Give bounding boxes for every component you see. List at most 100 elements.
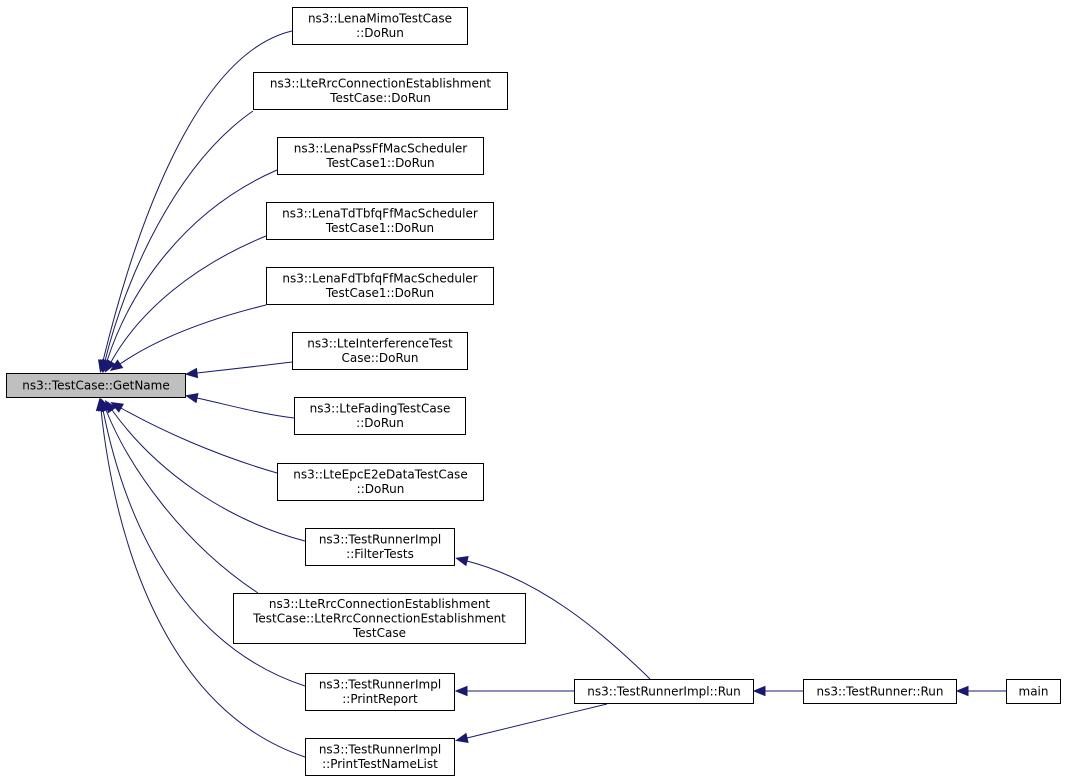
node-label-line: ns3::LenaMimoTestCase xyxy=(308,12,452,26)
node-fdtbfq[interactable]: ns3::LenaFdTbfqFfMacSchedulerTestCase1::… xyxy=(266,267,494,305)
edge-arrowhead xyxy=(455,556,469,567)
edge-line xyxy=(196,361,293,374)
node-label-line: ::PrintReport xyxy=(342,692,418,706)
node-rrc_dorun[interactable]: ns3::LteRrcConnectionEstablishmentTestCa… xyxy=(253,72,508,110)
node-box xyxy=(253,72,508,110)
node-box xyxy=(266,202,494,240)
node-label-line: TestCase1::DoRun xyxy=(325,156,434,170)
node-label-line: main xyxy=(1019,684,1049,698)
node-label-line: TestCase1::DoRun xyxy=(325,221,434,235)
edge-line xyxy=(119,304,267,365)
node-label-line: Case::DoRun xyxy=(341,351,418,365)
node-label-line: ns3::LteRrcConnectionEstablishment xyxy=(269,597,491,611)
edge-arrowhead xyxy=(184,367,199,379)
node-label-line: ns3::LenaTdTbfqFfMacScheduler xyxy=(282,207,478,221)
edge-tdtbfq-to-getname xyxy=(104,235,267,373)
node-label-line: TestCase::LteRrcConnectionEstablishment xyxy=(252,611,506,625)
node-box xyxy=(6,373,186,398)
node-report[interactable]: ns3::TestRunnerImpl::PrintReport xyxy=(305,673,455,711)
edge-line xyxy=(100,409,306,758)
node-box xyxy=(1006,679,1061,704)
edge-arrowhead xyxy=(454,685,468,697)
node-label-line: TestCase xyxy=(352,626,406,640)
node-box xyxy=(277,463,484,501)
node-label-line: ns3::TestRunnerImpl xyxy=(319,533,441,547)
edge-line xyxy=(196,397,295,419)
node-box xyxy=(305,673,455,711)
node-tdtbfq[interactable]: ns3::LenaTdTbfqFfMacSchedulerTestCase1::… xyxy=(266,202,494,240)
edge-arrowhead xyxy=(184,392,199,404)
node-box xyxy=(294,397,466,435)
node-box xyxy=(233,593,526,644)
edge-fading-to-getname xyxy=(184,392,295,419)
node-label-line: TestCase::DoRun xyxy=(329,91,431,105)
node-box xyxy=(277,137,484,175)
edge-line xyxy=(110,235,267,363)
edge-line xyxy=(466,560,651,680)
edge-epc-to-getname xyxy=(110,401,278,474)
edge-line xyxy=(105,409,259,594)
node-mimo[interactable]: ns3::LenaMimoTestCase::DoRun xyxy=(292,7,468,45)
edge-arrowhead xyxy=(109,359,124,371)
node-label-line: ::DoRun xyxy=(357,482,405,496)
nodes-layer: ns3::TestCase::GetName ns3::LenaMimoTestC… xyxy=(6,7,1061,776)
edge-line xyxy=(106,169,278,362)
node-box xyxy=(305,738,455,776)
edge-implrun-to-namelist xyxy=(455,703,608,744)
node-label-line: ns3::TestCase::GetName xyxy=(22,378,169,392)
node-implrun[interactable]: ns3::TestRunnerImpl::Run xyxy=(574,679,754,704)
node-fading[interactable]: ns3::LteFadingTestCase::DoRun xyxy=(294,397,466,435)
edge-line xyxy=(102,30,293,362)
edge-runnerrun-to-implrun xyxy=(752,685,803,697)
node-label-line: TestCase1::DoRun xyxy=(325,286,434,300)
edge-main-to-runnerrun xyxy=(955,685,1006,697)
edges-layer xyxy=(95,30,1006,758)
edge-line xyxy=(104,110,254,362)
node-box xyxy=(292,332,468,370)
node-box xyxy=(574,679,754,704)
edge-arrowhead xyxy=(455,732,469,744)
edge-rrc_ctor-to-getname xyxy=(101,398,259,594)
node-label-line: ns3::TestRunnerImpl xyxy=(319,678,441,692)
node-namelist[interactable]: ns3::TestRunnerImpl::PrintTestNameList xyxy=(305,738,455,776)
node-getname[interactable]: ns3::TestCase::GetName xyxy=(6,373,186,398)
node-runnerrun[interactable]: ns3::TestRunner::Run xyxy=(803,679,957,704)
edge-namelist-to-getname xyxy=(95,397,306,758)
edge-line xyxy=(120,407,278,474)
node-label-line: ::DoRun xyxy=(356,416,404,430)
edge-arrowhead xyxy=(752,685,766,697)
edge-interf-to-getname xyxy=(184,361,293,379)
node-box xyxy=(305,528,455,566)
edge-arrowhead xyxy=(955,685,969,697)
node-box xyxy=(266,267,494,305)
node-label-line: ::DoRun xyxy=(356,26,404,40)
node-label-line: ns3::TestRunner::Run xyxy=(816,684,943,698)
node-label-line: ns3::LteEpcE2eDataTestCase xyxy=(293,468,467,482)
edge-arrowhead xyxy=(95,397,107,412)
node-epc[interactable]: ns3::LteEpcE2eDataTestCase::DoRun xyxy=(277,463,484,501)
edge-line xyxy=(111,409,306,542)
node-pss[interactable]: ns3::LenaPssFfMacSchedulerTestCase1::DoR… xyxy=(277,137,484,175)
node-filter[interactable]: ns3::TestRunnerImpl::FilterTests xyxy=(305,528,455,566)
node-label-line: ns3::LteFadingTestCase xyxy=(310,402,451,416)
node-label-line: ns3::LteRrcConnectionEstablishment xyxy=(270,77,492,91)
node-rrc_ctor[interactable]: ns3::LteRrcConnectionEstablishmentTestCa… xyxy=(233,593,526,644)
node-label-line: ns3::LenaPssFfMacScheduler xyxy=(294,142,467,156)
node-label-line: ::PrintTestNameList xyxy=(322,757,438,771)
edge-line xyxy=(102,409,306,687)
node-label-line: ns3::TestRunnerImpl xyxy=(319,743,441,757)
edge-implrun-to-report xyxy=(454,685,574,697)
node-label-line: ns3::TestRunnerImpl::Run xyxy=(587,684,740,698)
edge-arrowhead xyxy=(104,358,116,373)
node-label-line: ns3::LteInterferenceTest xyxy=(307,337,453,351)
node-label-line: ::FilterTests xyxy=(346,547,414,561)
node-main[interactable]: main xyxy=(1006,679,1061,704)
edge-implrun-to-filter xyxy=(455,556,651,680)
edge-pss-to-getname xyxy=(102,169,278,373)
edge-filter-to-getname xyxy=(104,400,306,542)
edge-fdtbfq-to-getname xyxy=(109,304,267,371)
node-label-line: ns3::LenaFdTbfqFfMacScheduler xyxy=(282,272,477,286)
node-box xyxy=(292,7,468,45)
